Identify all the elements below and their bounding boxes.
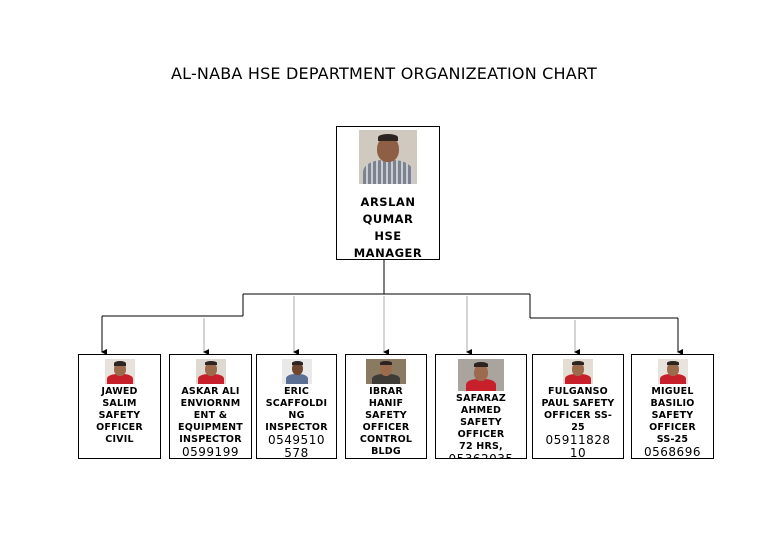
staff-photo-5 xyxy=(458,359,504,391)
manager-box[interactable]: ARSLAN QUMAR HSE MANAGER xyxy=(336,126,440,260)
staff-label-2: ASKAR ALI ENVIORNM ENT & EQUIPMENT INSPE… xyxy=(170,386,251,459)
staff-label-5: SAFARAZ AHMED SAFETY OFFICER 72 HRS, 053… xyxy=(436,393,526,459)
staff-phone-3: 0549510 578 xyxy=(268,433,325,459)
staff-phone-5: 05362035 xyxy=(448,452,514,459)
staff-photo-2 xyxy=(195,359,226,384)
staff-photo-4 xyxy=(366,359,406,384)
staff-box-6[interactable]: FULGANSO PAUL SAFETY OFFICER SS- 25 0591… xyxy=(532,354,624,459)
staff-box-1[interactable]: JAWED SALIM SAFETY OFFICER CIVIL xyxy=(78,354,161,459)
staff-label-4: IBRAR HANIF SAFETY OFFICER CONTROL BLDG xyxy=(359,386,413,457)
staff-photo-6 xyxy=(563,359,593,384)
staff-label-6: FULGANSO PAUL SAFETY OFFICER SS- 25 0591… xyxy=(533,386,623,459)
staff-phone-6: 05911828 10 xyxy=(545,433,611,459)
staff-label-3: ERIC SCAFFOLDI NG INSPECTOR 0549510 578 xyxy=(257,386,336,459)
staff-photo-1 xyxy=(104,359,135,384)
staff-box-5[interactable]: SAFARAZ AHMED SAFETY OFFICER 72 HRS, 053… xyxy=(435,354,527,459)
staff-label-7: MIGUEL BASILIO SAFETY OFFICER SS-25 0568… xyxy=(632,386,713,459)
staff-label-1: JAWED SALIM SAFETY OFFICER CIVIL xyxy=(96,386,143,445)
staff-phone-2: 0599199 xyxy=(182,445,239,459)
staff-phone-7: 0568696 xyxy=(644,445,701,459)
staff-photo-3 xyxy=(281,359,312,384)
staff-photo-7 xyxy=(657,359,688,384)
staff-box-4[interactable]: IBRAR HANIF SAFETY OFFICER CONTROL BLDG xyxy=(345,354,427,459)
manager-photo xyxy=(359,130,417,184)
chart-title: AL-NABA HSE DEPARTMENT ORGANIZEATION CHA… xyxy=(170,64,598,83)
staff-box-3[interactable]: ERIC SCAFFOLDI NG INSPECTOR 0549510 578 xyxy=(256,354,337,459)
staff-box-7[interactable]: MIGUEL BASILIO SAFETY OFFICER SS-25 0568… xyxy=(631,354,714,459)
manager-label: ARSLAN QUMAR HSE MANAGER xyxy=(353,195,423,260)
staff-box-2[interactable]: ASKAR ALI ENVIORNM ENT & EQUIPMENT INSPE… xyxy=(169,354,252,459)
